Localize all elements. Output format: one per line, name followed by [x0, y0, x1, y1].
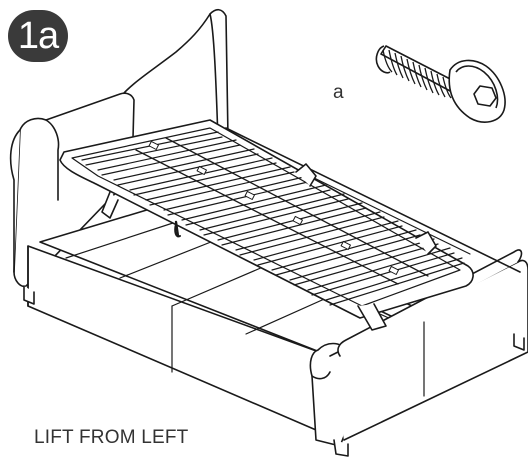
step-number-label: 1a [17, 14, 59, 57]
instruction-caption: LIFT FROM LEFT [34, 427, 189, 448]
step-number-badge: 1a [8, 10, 68, 62]
part-label: a [333, 82, 344, 103]
